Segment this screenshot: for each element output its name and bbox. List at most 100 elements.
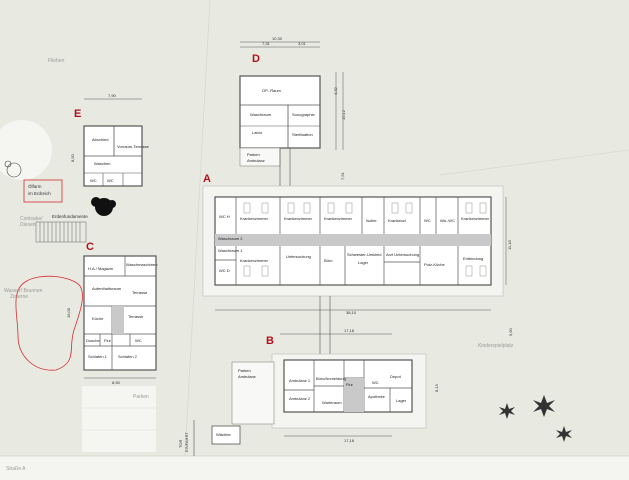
dim-e-790: 7,90	[108, 93, 117, 98]
building-b: B 17,18 Ambulanz 1 Büro/Anmeldung Flur W…	[211, 328, 439, 445]
gate-label-2: EINFAHRT	[184, 432, 189, 452]
playground-label: Kinderspielplatz	[478, 343, 514, 349]
room-sterilisation: Sterilisation	[292, 132, 313, 137]
room-krankenzimmer-a2: Krankenzimmer	[284, 216, 313, 221]
dim-d-301: 3,01	[298, 41, 307, 46]
street-label: Straße A	[6, 466, 26, 472]
tree-outline-icon	[4, 160, 22, 178]
building-c: C H.A./ Magazin Waschmaschinen Aufenthal…	[66, 241, 157, 385]
dim-b-813: 8,13	[434, 383, 439, 392]
shrub-icon	[499, 395, 572, 442]
section-c-letter: C	[86, 241, 94, 253]
room-putz-kueche: Putz-Küche	[424, 262, 445, 267]
dim-d-432: 4,32	[333, 86, 338, 95]
dim-d-751: 7,51	[340, 171, 345, 180]
section-a-letter: A	[203, 173, 211, 185]
parking-b-2: Ambulanz	[238, 374, 256, 379]
dim-d-731: 7,31	[262, 41, 271, 46]
parking-d-1: Parken	[247, 152, 260, 157]
room-schlafen-1: Schlafen 1	[88, 354, 108, 359]
room-entbindung: Entbindung	[463, 256, 483, 261]
dim-d-1012: 10,12	[341, 109, 346, 120]
room-terrasse-c2: Terrasse	[128, 314, 144, 319]
contsake-label: Contsake/	[20, 216, 43, 222]
room-dusche: Dusche	[86, 338, 100, 343]
building-a: A	[202, 173, 513, 336]
room-depot: Depot	[390, 374, 402, 379]
room-krankenzimmer-a3: Krankenzimmer	[324, 216, 353, 221]
room-waschraum-d: Waschraum	[250, 112, 272, 117]
room-wa-wc: Wa.-WC	[440, 218, 455, 223]
section-e-letter: E	[74, 108, 81, 120]
room-wc-a: WC	[424, 218, 431, 223]
dim-d-1030: 10,30	[272, 36, 283, 41]
room-krankenzimmer-a1: Krankenzimmer	[240, 216, 269, 221]
room-lager-a: Lager	[358, 260, 369, 265]
water-cistern-outline	[15, 275, 83, 371]
tree-icon	[91, 197, 116, 216]
parking-area-south	[82, 386, 156, 452]
room-wc-e1: WC	[90, 178, 97, 183]
room-wc-b: WC	[372, 380, 379, 385]
dim-b-bottom: 17,18	[344, 438, 355, 443]
parking-south-label: Parken	[133, 394, 149, 400]
building-e: E 7,90 8,50 Abschied Vorraum-Terrasse Wa…	[70, 93, 150, 187]
escape-route-label: Fliehen	[48, 58, 65, 64]
room-waschraum-2: Waschraum 2	[218, 236, 243, 241]
oil-farm-label-1: Ölfarm	[28, 183, 42, 189]
building-a-corridor	[215, 234, 491, 246]
room-untersuchung: Untersuchung	[286, 254, 311, 259]
foundation-label: Erdenfundamente	[52, 214, 88, 219]
room-flur-b: Flur	[346, 382, 354, 387]
room-kueche: Küche	[92, 316, 104, 321]
dim-c-1600: 16,00	[66, 307, 71, 318]
room-buero-anmeldung: Büro/Anmeldung	[316, 376, 346, 381]
room-buero-a: Büro	[324, 258, 333, 263]
foundation-hatch	[35, 221, 87, 243]
room-vorraum-terrasse: Vorraum-Terrasse	[117, 144, 150, 149]
room-warteraum: Warteraum	[322, 400, 342, 405]
room-wc-e2: WC	[107, 178, 114, 183]
dim-e-850: 8,50	[70, 153, 75, 162]
dim-a-1118: 11,18	[507, 240, 512, 250]
room-krankenzi: Krankenzi	[388, 218, 406, 223]
room-krankenzimmer-a4: Krankenzimmer	[461, 216, 490, 221]
room-isolier: Isolier.	[366, 218, 378, 223]
dim-a-560: 5,60	[508, 327, 513, 336]
water-label-1: Wasser/ Brunnen	[4, 288, 43, 294]
room-ha-magazin: H.A./ Magazin	[88, 266, 113, 271]
gate-label-1: TOR	[178, 440, 183, 448]
room-ambulanz-2: Ambulanz 2	[289, 396, 311, 401]
circle-area	[0, 120, 52, 180]
room-waschmaschinen: Waschmaschinen	[126, 262, 157, 267]
room-schlafen-2: Schlafen 2	[118, 354, 138, 359]
room-apotheke: Apotheke	[368, 394, 386, 399]
room-abschied: Abschied	[92, 137, 108, 142]
room-wc-c: WC	[135, 338, 142, 343]
parking-b-1: Parken	[238, 368, 251, 373]
room-op: OP- Raum	[262, 88, 282, 93]
dim-b-top: 17,18	[344, 328, 355, 333]
room-sonographie: Sonographie	[292, 112, 315, 117]
oil-farm-box	[23, 179, 63, 203]
water-label-2: Zisterne	[10, 294, 28, 300]
street-area	[0, 456, 629, 480]
dim-a-3810: 38,10	[346, 310, 357, 315]
section-b-letter: B	[266, 335, 274, 347]
parking-b-area	[231, 361, 275, 425]
room-labor: Labor	[252, 130, 263, 135]
room-krankenzimmer-a5: Krankenzimmer	[240, 258, 269, 263]
dim-c-855: 8,55	[112, 380, 121, 385]
room-lager-b: Lager	[396, 398, 407, 403]
section-d-letter: D	[252, 53, 260, 65]
room-arzt: Arzt Untersuchung	[386, 252, 419, 257]
room-terrasse-c1: Terrasse	[132, 290, 148, 295]
room-wc-h: WC H	[219, 214, 230, 219]
room-ambulanz-1: Ambulanz 1	[289, 378, 311, 383]
diesen-label: Diesen	[20, 222, 36, 228]
parking-d-2: Ambulanz	[247, 158, 265, 163]
room-waschraum-1: Waschraum 1	[218, 248, 243, 253]
oil-farm-label-2: im Erdreich	[28, 191, 51, 196]
room-schwester: Schwester-Umkleid	[347, 252, 381, 257]
